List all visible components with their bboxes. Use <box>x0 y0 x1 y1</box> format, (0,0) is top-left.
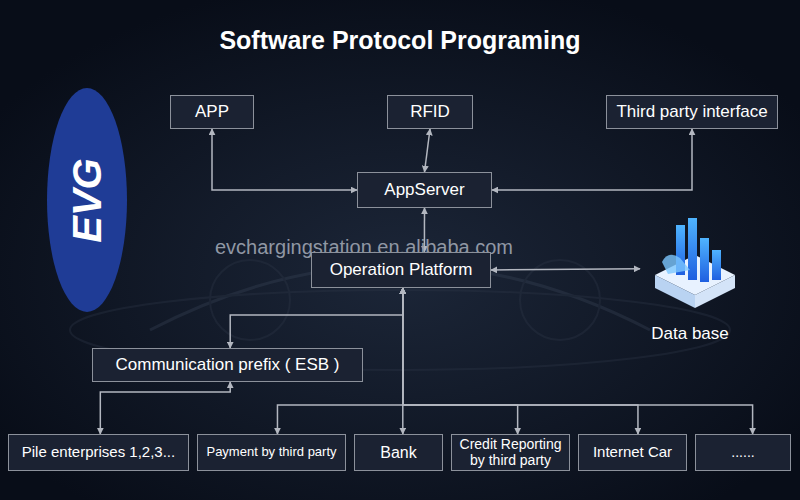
connector-arrow <box>492 129 692 190</box>
node-text: Credit Reporting by third party <box>452 437 569 468</box>
node-text: Communication prefix ( ESB ) <box>113 355 343 374</box>
connector-arrow <box>425 129 431 172</box>
connector-arrow <box>403 288 518 434</box>
node-text: RFID <box>407 102 453 121</box>
logo-ellipse <box>47 88 127 312</box>
process-box: APP <box>170 95 254 129</box>
process-box: Communication prefix ( ESB ) <box>92 348 363 382</box>
connector-arrow <box>403 288 638 434</box>
node-text: Internet Car <box>590 444 675 461</box>
connector-arrow <box>230 288 403 348</box>
process-box: Payment by third party <box>197 434 346 471</box>
process-box: AppServer <box>357 172 492 208</box>
node-text: ...... <box>728 445 757 461</box>
process-box: Bank <box>354 434 443 471</box>
node-text: Data base <box>651 324 729 343</box>
process-box: ...... <box>695 434 791 471</box>
process-box: Pile enterprises 1,2,3... <box>8 434 189 471</box>
node-text: APP <box>192 102 232 121</box>
node-text: AppServer <box>381 180 467 199</box>
connector-arrow <box>100 382 230 434</box>
node-text: Payment by third party <box>203 445 339 460</box>
node-text: Third party interface <box>613 102 770 121</box>
node-text: Operation Platform <box>327 260 476 279</box>
database-icon <box>655 218 735 308</box>
node-text: Bank <box>377 444 419 462</box>
connector-arrow <box>402 288 404 434</box>
process-box: Credit Reporting by third party <box>451 434 570 471</box>
logo-text: EVG <box>65 158 110 242</box>
database-node: Data base <box>640 215 740 343</box>
process-box: Operation Platform <box>311 252 491 288</box>
connector-arrow <box>491 269 640 270</box>
connector-arrow <box>212 129 357 190</box>
node-text: Pile enterprises 1,2,3... <box>19 444 178 461</box>
process-box: Internet Car <box>578 434 687 471</box>
connector-arrow <box>403 288 753 434</box>
process-box: RFID <box>387 95 473 129</box>
process-box: Third party interface <box>606 95 778 129</box>
diagram-title: Software Protocol Programing <box>0 26 800 55</box>
